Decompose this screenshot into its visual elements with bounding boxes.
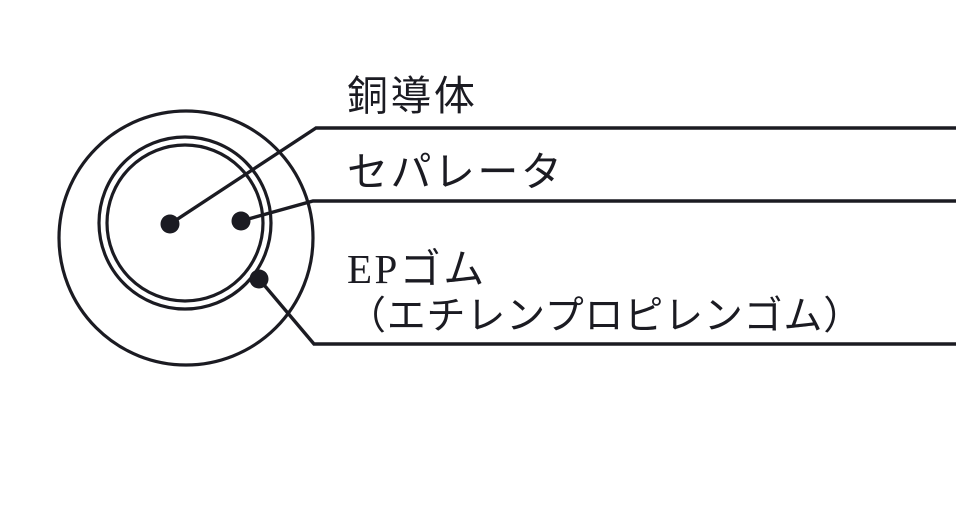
conductor-callout-dot xyxy=(160,214,180,234)
ep-rubber-leader-line xyxy=(256,276,956,346)
conductor-leader-line xyxy=(167,126,956,227)
separator-inner-circle xyxy=(105,143,265,303)
separator-outer-circle xyxy=(97,135,273,311)
separator-label: セパレータ xyxy=(347,149,565,195)
separator-callout-dot xyxy=(231,211,251,231)
ep-rubber-full-name-label: （エチレンプロピレンゴム） xyxy=(347,295,863,338)
conductor-label: 銅導体 xyxy=(347,73,478,119)
separator-leader-line xyxy=(238,199,956,224)
ep-rubber-callout-dot xyxy=(249,269,269,289)
ep-rubber-sheath-circle xyxy=(57,109,315,367)
ep-rubber-label-group: EPゴム （エチレンプロピレンゴム） xyxy=(347,245,863,341)
ep-rubber-label: EPゴム xyxy=(347,246,487,292)
